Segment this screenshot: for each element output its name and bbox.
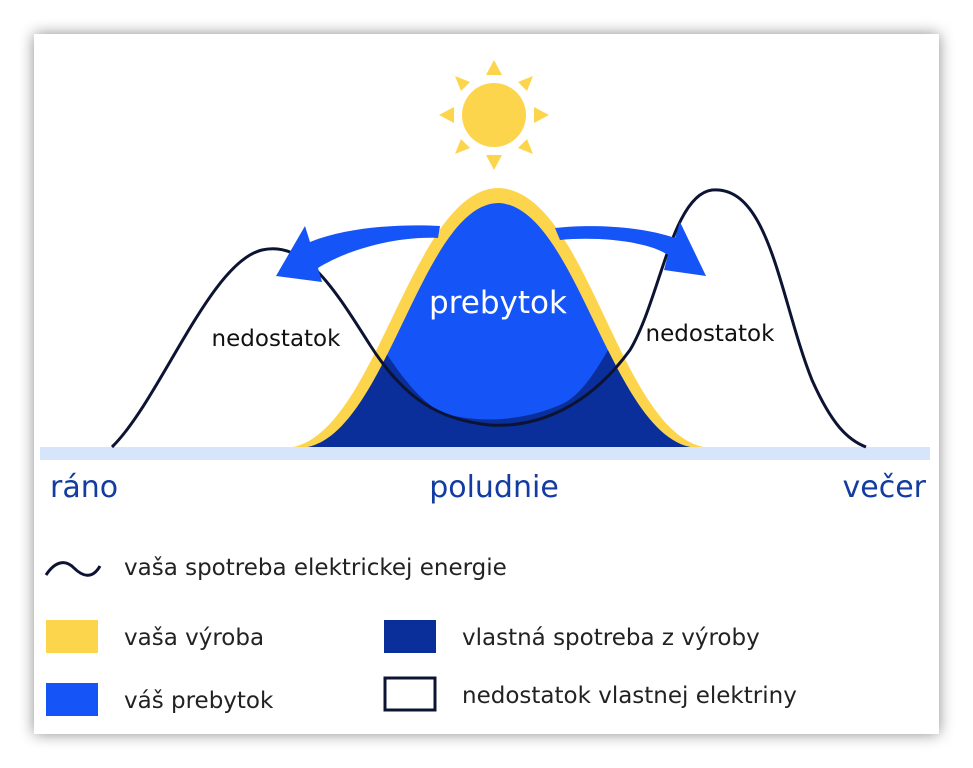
time-label-evening: večer bbox=[843, 470, 927, 505]
legend-production-label: vaša výroba bbox=[124, 625, 264, 651]
sun-icon bbox=[439, 60, 549, 170]
surplus-label: prebytok bbox=[429, 285, 567, 321]
time-axis-bar bbox=[40, 447, 930, 460]
left-arrow-icon bbox=[276, 225, 440, 282]
self-consumption-swatch bbox=[384, 620, 436, 653]
right-arrow-icon bbox=[555, 222, 706, 276]
production-swatch bbox=[46, 620, 98, 653]
deficit-left-label: nedostatok bbox=[212, 326, 342, 352]
self-consumption-area bbox=[300, 220, 698, 448]
legend-surplus-label: váš prebytok bbox=[124, 688, 274, 714]
time-label-morning: ráno bbox=[50, 470, 118, 505]
legend-deficit-label: nedostatok vlastnej elektriny bbox=[462, 683, 797, 709]
legend-self-consumption-label: vlastná spotreba z výroby bbox=[462, 625, 760, 651]
legend: vaša spotreba elektrickej energie vaša v… bbox=[44, 555, 797, 716]
legend-consumption-label: vaša spotreba elektrickej energie bbox=[124, 555, 507, 581]
deficit-swatch bbox=[383, 676, 437, 712]
time-label-noon: poludnie bbox=[429, 470, 559, 505]
consumption-legend-icon bbox=[44, 561, 102, 577]
surplus-swatch bbox=[46, 683, 98, 716]
deficit-right-label: nedostatok bbox=[646, 321, 776, 347]
consumption-curve bbox=[110, 188, 867, 449]
